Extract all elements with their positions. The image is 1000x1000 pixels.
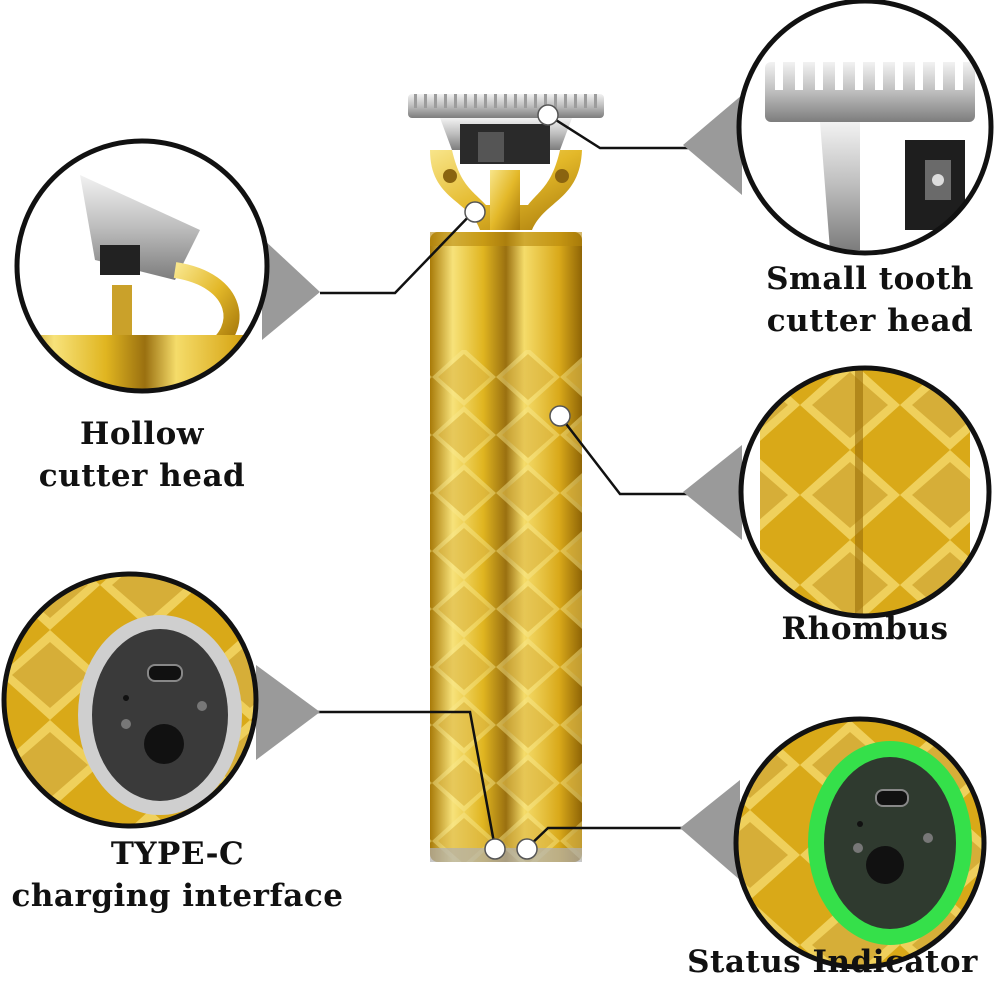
- label-rhombus: Rhombus: [781, 611, 949, 647]
- small-tooth-zoom-circle: [736, 0, 994, 256]
- label-status-indicator: Status Indicator: [687, 944, 978, 980]
- type-c-zoom-circle: [1, 571, 259, 829]
- trimmer-body: [408, 94, 604, 862]
- callout-dots: [464, 104, 571, 860]
- power-button-icon: [144, 724, 184, 764]
- status-indicator-zoom-circle: [733, 716, 987, 970]
- callout-wedges: [256, 95, 742, 880]
- blade-teeth: [414, 94, 597, 108]
- label-type-c-charging-interface: TYPE-C charging interface: [11, 836, 344, 914]
- hollow-cutter-zoom-circle: [14, 138, 270, 394]
- usb-c-port-icon: [147, 664, 183, 682]
- label-small-tooth-cutter-head: Small tooth cutter head: [766, 261, 974, 339]
- label-hollow-cutter-head: Hollow cutter head: [38, 416, 246, 494]
- rhombus-zoom-circle: [738, 365, 992, 619]
